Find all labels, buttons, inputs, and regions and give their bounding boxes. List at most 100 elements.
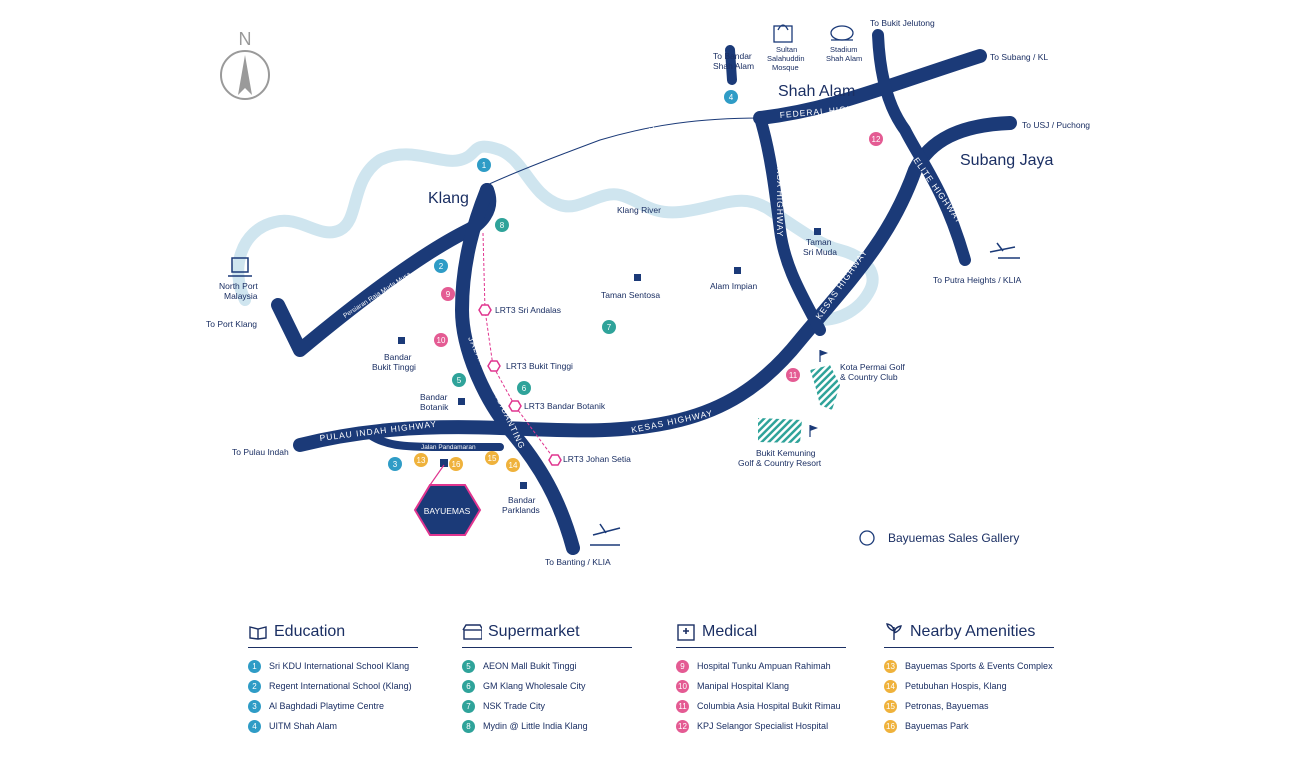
lrt-label: LRT3 Bandar Botanik: [524, 401, 606, 411]
svg-text:5: 5: [457, 376, 462, 385]
amenity-pin-15[interactable]: 15: [485, 451, 499, 465]
svg-text:BAYUEMAS: BAYUEMAS: [424, 506, 471, 516]
lrt-station-icon[interactable]: [508, 400, 522, 412]
place-kota-permai: Kota Permai Golf: [840, 362, 905, 372]
place-marker: [814, 228, 821, 235]
legend-supermarket-header: Supermarket: [462, 620, 632, 648]
amenity-pin-6[interactable]: 6: [517, 381, 531, 395]
legend-title: Nearby Amenities: [910, 623, 1036, 640]
amenity-pin-7[interactable]: 7: [602, 320, 616, 334]
place-stadium-2: Shah Alam: [826, 54, 862, 63]
legend-number-badge: 10: [676, 679, 689, 693]
lrt-label: LRT3 Johan Setia: [563, 454, 631, 464]
place-bandar-botanik: Bandar: [420, 392, 448, 402]
legend-item-label: Al Baghdadi Playtime Centre: [269, 701, 385, 711]
svg-text:2: 2: [439, 262, 444, 271]
amenity-pin-5[interactable]: 5: [452, 373, 466, 387]
legend-item-label: AEON Mall Bukit Tinggi: [483, 661, 577, 671]
svg-text:4: 4: [729, 93, 734, 102]
amenity-pin-11[interactable]: 11: [786, 368, 800, 382]
lrt-station-icon[interactable]: [487, 360, 501, 372]
port-icon: [228, 257, 252, 277]
place-bandar-bukit-tinggi-2: Bukit Tinggi: [372, 362, 416, 372]
amenity-pin-2[interactable]: 2: [434, 259, 448, 273]
waze-icon: [859, 530, 875, 546]
golf-icon: [810, 350, 840, 410]
sales-gallery-link[interactable]: Bayuemas Sales Gallery: [859, 530, 1019, 546]
svg-text:N: N: [239, 29, 252, 49]
place-bandar-parklands: Bandar: [508, 495, 536, 505]
legend-item-label: Bayuemas Sports & Events Complex: [905, 661, 1053, 671]
place-north-port-2: Malaysia: [224, 291, 258, 301]
svg-text:7: 7: [607, 323, 612, 332]
lrt-station-icon[interactable]: [548, 454, 562, 466]
jalan-pandamaran-road: [366, 431, 504, 451]
dir-pulau-indah: To Pulau Indah: [232, 447, 289, 457]
svg-text:15: 15: [488, 454, 497, 463]
place-klang-river: Klang River: [617, 205, 661, 215]
area-subang-jaya: Subang Jaya: [960, 152, 1054, 169]
place-taman-sri-muda-2: Sri Muda: [803, 247, 837, 257]
svg-text:1: 1: [482, 161, 487, 170]
federal-highway-label: FEDERAL HIGHWAY: [563, 124, 658, 162]
dir-bandar-shah-alam: To Bandar: [713, 51, 752, 61]
location-map[interactable]: FEDERAL HIGHWAY FEDERAL HIGHWAY KESAS HI…: [0, 0, 1300, 600]
legend-number-badge: 14: [884, 679, 897, 693]
amenity-pin-4[interactable]: 4: [724, 90, 738, 104]
place-bandar-botanik-2: Botanik: [420, 402, 449, 412]
dir-putra-klia: To Putra Heights / KLIA: [933, 275, 1022, 285]
federal-highway-east: [753, 49, 987, 125]
stadium-icon: [830, 25, 854, 41]
amenity-pin-8[interactable]: 8: [495, 218, 509, 232]
svg-text:12: 12: [872, 135, 881, 144]
legend-item: 1 Sri KDU International School Klang: [248, 656, 418, 676]
legend-medical-header: Medical: [676, 620, 846, 648]
legend-number-badge: 4: [248, 719, 261, 733]
legend-item-label: Sri KDU International School Klang: [269, 661, 410, 671]
hospital-icon: [676, 623, 696, 641]
lrt-station-icon[interactable]: [478, 304, 492, 316]
pulau-indah-highway: [293, 116, 1017, 452]
place-marker: [398, 337, 405, 344]
legend-number-badge: 13: [884, 659, 897, 673]
dir-bukit-jelutong: To Bukit Jelutong: [870, 18, 935, 28]
bayuemas-marker[interactable]: BAYUEMAS: [413, 459, 482, 536]
persiaran-label: Persiaran Raja Muda Musa: [342, 271, 412, 320]
amenity-pin-14[interactable]: 14: [506, 458, 520, 472]
amenity-pin-1[interactable]: 1: [477, 158, 491, 172]
legend-item-label: Manipal Hospital Klang: [697, 681, 790, 691]
legend-item: 3 Al Baghdadi Playtime Centre: [248, 696, 418, 716]
amenity-pin-10[interactable]: 10: [434, 333, 448, 347]
compass-icon: N: [220, 29, 270, 100]
amenity-pin-12[interactable]: 12: [869, 132, 883, 146]
legend-item-label: KPJ Selangor Specialist Hospital: [697, 721, 829, 731]
legend-item-label: Regent International School (Klang): [269, 681, 412, 691]
legend-number-badge: 9: [676, 659, 689, 673]
dir-port-klang: To Port Klang: [206, 319, 257, 329]
amenity-pin-16[interactable]: 16: [449, 457, 463, 471]
amenity-pin-9[interactable]: 9: [441, 287, 455, 301]
golf-icon: [758, 418, 818, 443]
legend-item-label: Petronas, Bayuemas: [905, 701, 989, 711]
legend-number-badge: 3: [248, 699, 261, 713]
amenity-pin-3[interactable]: 3: [388, 457, 402, 471]
place-marker: [634, 274, 641, 281]
pandamaran-label: Jalan Pandamaran: [421, 444, 476, 451]
place-stadium: Stadium: [830, 45, 858, 54]
dir-bandar-shah-alam-2: Shah Alam: [713, 61, 754, 71]
svg-text:11: 11: [789, 371, 798, 380]
legend-number-badge: 1: [248, 659, 261, 673]
amenity-pin-13[interactable]: 13: [414, 453, 428, 467]
place-mosque-3: Mosque: [772, 63, 799, 72]
place-bandar-bukit-tinggi: Bandar: [384, 352, 412, 362]
